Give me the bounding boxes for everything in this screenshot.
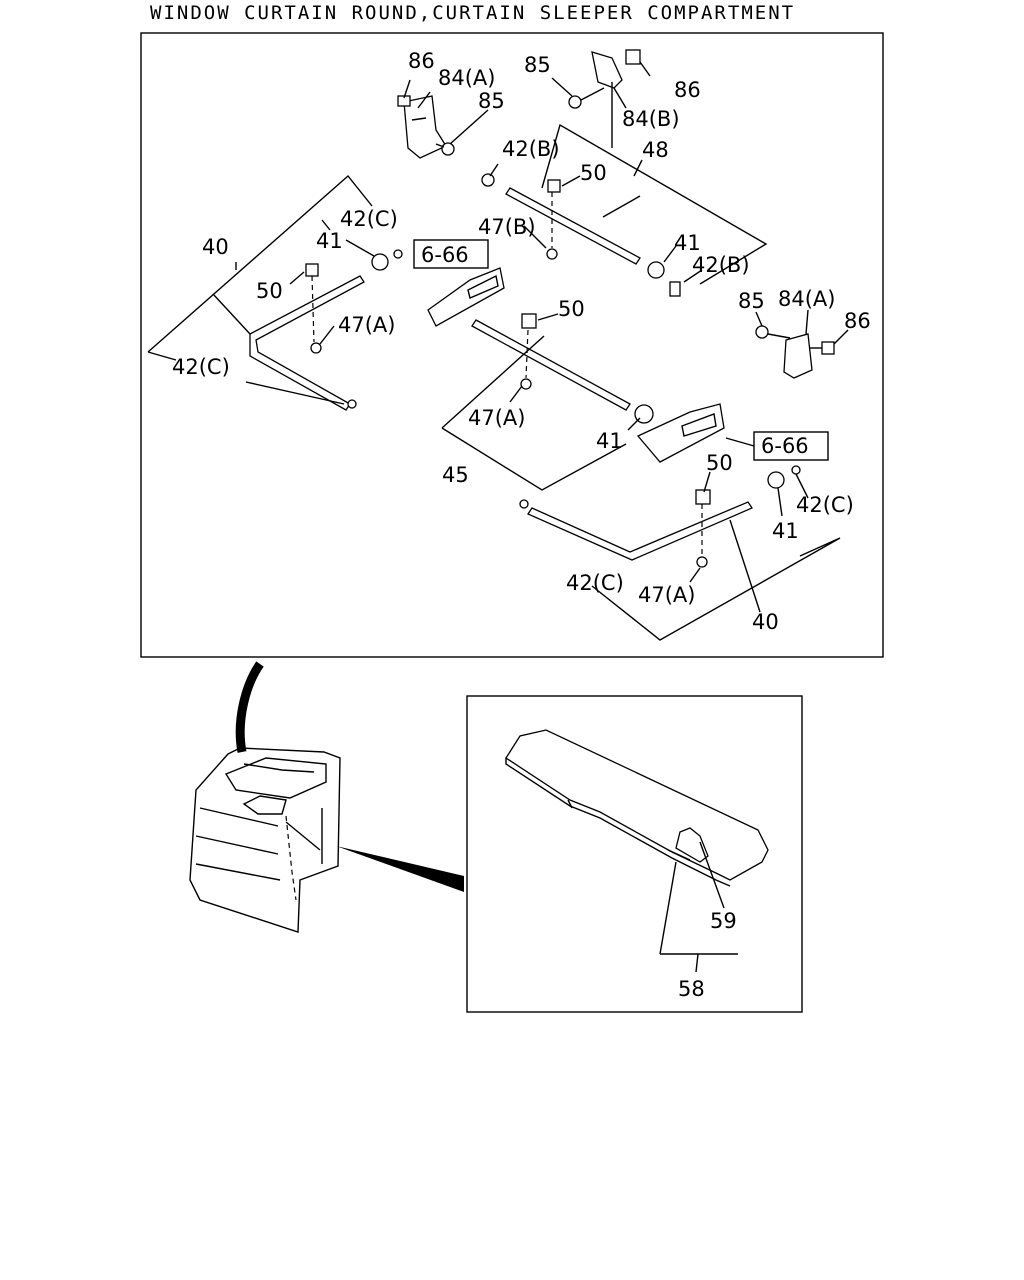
rail-48 [481, 173, 681, 297]
bracket-84a-right [755, 325, 835, 379]
ref-6-66: 6-66 [421, 243, 469, 267]
label-85: 85 [478, 89, 505, 113]
label-47b: 47(B) [478, 215, 536, 239]
label-41: 41 [316, 229, 343, 253]
inset-frame [466, 695, 803, 1013]
ref-box-1 [413, 239, 489, 269]
label-85: 85 [738, 289, 765, 313]
label-47a: 47(A) [338, 313, 395, 337]
label-40: 40 [752, 610, 779, 634]
label-42c: 42(C) [172, 355, 230, 379]
bracket-84b [568, 49, 641, 109]
label-59: 59 [710, 909, 737, 933]
label-45: 45 [442, 463, 469, 487]
label-47a: 47(A) [468, 406, 525, 430]
label-42c: 42(C) [340, 207, 398, 231]
label-42b: 42(B) [692, 253, 750, 277]
label-42c: 42(C) [796, 493, 854, 517]
truck-cab [189, 661, 464, 933]
cover-left [427, 267, 505, 327]
label-84a: 84(A) [778, 287, 835, 311]
rail-40-left [249, 249, 403, 411]
label-42b: 42(B) [502, 137, 560, 161]
label-41: 41 [596, 429, 623, 453]
label-50: 50 [256, 279, 283, 303]
label-84b: 84(B) [622, 107, 680, 131]
ref-6-66: 6-66 [761, 434, 809, 458]
cover-right [636, 403, 725, 463]
label-85: 85 [524, 53, 551, 77]
label-50: 50 [706, 451, 733, 475]
rail-40-right [519, 465, 801, 568]
label-42c: 42(C) [566, 571, 624, 595]
label-86: 86 [674, 78, 701, 102]
page-title: WINDOW CURTAIN ROUND,CURTAIN SLEEPER COM… [150, 2, 796, 24]
main-frame [140, 32, 884, 658]
label-50: 50 [580, 161, 607, 185]
label-41: 41 [674, 231, 701, 255]
label-84a: 84(A) [438, 66, 495, 90]
curtain-58 [505, 729, 769, 973]
label-40: 40 [202, 235, 229, 259]
label-58: 58 [678, 977, 705, 1001]
label-41: 41 [772, 519, 799, 543]
bracket-84a-top [397, 95, 455, 159]
label-47a: 47(A) [638, 583, 695, 607]
label-48: 48 [642, 138, 669, 162]
label-50: 50 [558, 297, 585, 321]
leader-lines [147, 61, 849, 641]
label-86: 86 [408, 49, 435, 73]
part-labels: 86 84(A) 85 85 86 84(B) 42(B) 48 50 42(C… [172, 49, 871, 1001]
label-86: 86 [844, 309, 871, 333]
